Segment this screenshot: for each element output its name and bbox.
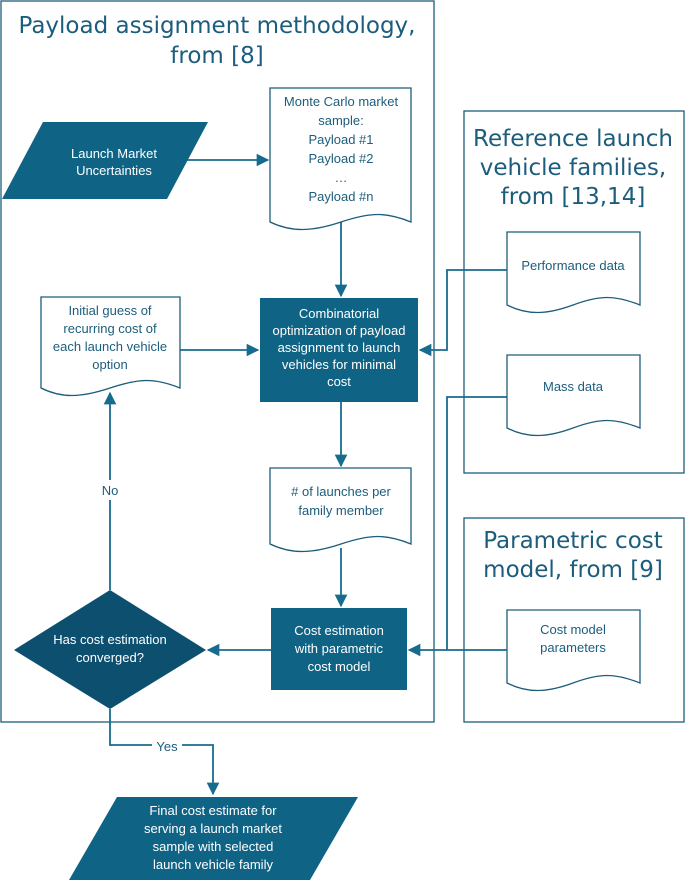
edge-label-no: No [102, 483, 119, 498]
parametric-cost-group [463, 517, 685, 723]
text-line: family member [298, 503, 384, 518]
edge-label-yes: Yes [156, 739, 178, 754]
text-line: Mass data [543, 379, 604, 394]
cost-estimation-label: Cost estimation with parametric cost model [294, 623, 384, 674]
cost-estimation-node [271, 608, 407, 690]
text-line: Launch Market [71, 146, 157, 161]
monte-carlo-sample-document [269, 87, 412, 231]
arrow-performance-to-optimization [418, 269, 507, 357]
convergence-decision-label: Has cost estimation converged? [53, 632, 166, 665]
text-line: converged? [76, 650, 144, 665]
reference-group-title: Reference launch vehicle families, from [1… [473, 126, 673, 210]
text-line: from [13,14] [501, 184, 646, 210]
monte-carlo-sample-label: Monte Carlo market sample: Payload #1 Paylo… [284, 94, 399, 204]
text-line: recurring cost of [63, 321, 157, 336]
performance-data-label: Performance data [521, 258, 625, 273]
initial-guess-label: Initial guess of recurring cost of each la… [53, 303, 167, 372]
text-line: from [8] [170, 43, 263, 69]
text-line: serving a launch market [144, 821, 282, 836]
text-line: with parametric [294, 641, 384, 656]
text-line: vehicles for minimal [282, 357, 396, 372]
performance-data-document [506, 231, 641, 314]
text-line: Payload #2 [308, 151, 373, 166]
text-line: Payload #1 [308, 132, 373, 147]
combinatorial-optimization-label: Combinatorial optimization of payload assi… [273, 306, 406, 389]
reference-vehicle-group [463, 110, 685, 474]
text-line: Cost estimation [294, 623, 384, 638]
line-mass-to-cost [446, 396, 507, 650]
text-line: each launch vehicle [53, 339, 167, 354]
text-line: Initial guess of [68, 303, 151, 318]
mass-data-label: Mass data [543, 379, 604, 394]
launches-per-member-label: # of launches per family member [291, 484, 391, 518]
text-line: # of launches per [291, 484, 391, 499]
combinatorial-optimization-node [260, 298, 418, 402]
text-line: sample with selected [153, 839, 274, 854]
convergence-decision-node [14, 590, 206, 709]
text-line: launch vehicle family [153, 857, 273, 872]
text-line: cost [327, 374, 351, 389]
text-line: parameters [540, 640, 606, 655]
text-line: cost model [308, 659, 371, 674]
text-line: assignment to launch [278, 340, 401, 355]
launches-per-member-document [269, 467, 412, 553]
text-line: Performance data [521, 258, 625, 273]
initial-guess-document [40, 296, 181, 397]
mass-data-document [506, 354, 641, 437]
cost-model-parameters-label: Cost model parameters [540, 622, 606, 655]
text-line: Final cost estimate for [149, 803, 277, 818]
payload-methodology-group [0, 0, 435, 723]
text-line: Payload #n [308, 189, 373, 204]
text-line: option [92, 357, 127, 372]
text-line: vehicle families, [480, 155, 666, 181]
text-line: Reference launch [473, 126, 673, 152]
text-line: Monte Carlo market [284, 94, 399, 109]
text-line: model, from [9] [483, 557, 663, 583]
cost-model-parameters-document [506, 609, 641, 692]
text-line: … [335, 170, 348, 185]
payload-group-title: Payload assignment methodology, from [8] [19, 13, 416, 69]
text-line: sample: [318, 113, 364, 128]
parametric-group-title: Parametric cost model, from [9] [483, 528, 663, 583]
text-line: Uncertainties [76, 163, 152, 178]
text-line: Payload assignment methodology, [19, 13, 416, 39]
text-line: optimization of payload [273, 323, 406, 338]
text-line: Cost model [540, 622, 606, 637]
text-line: Has cost estimation [53, 632, 166, 647]
text-line: Parametric cost [483, 528, 663, 554]
text-line: Combinatorial [299, 306, 379, 321]
launch-market-uncertainties-node [2, 122, 208, 199]
final-cost-estimate-node [69, 797, 358, 880]
final-cost-estimate-label: Final cost estimate for serving a launch … [144, 803, 282, 872]
